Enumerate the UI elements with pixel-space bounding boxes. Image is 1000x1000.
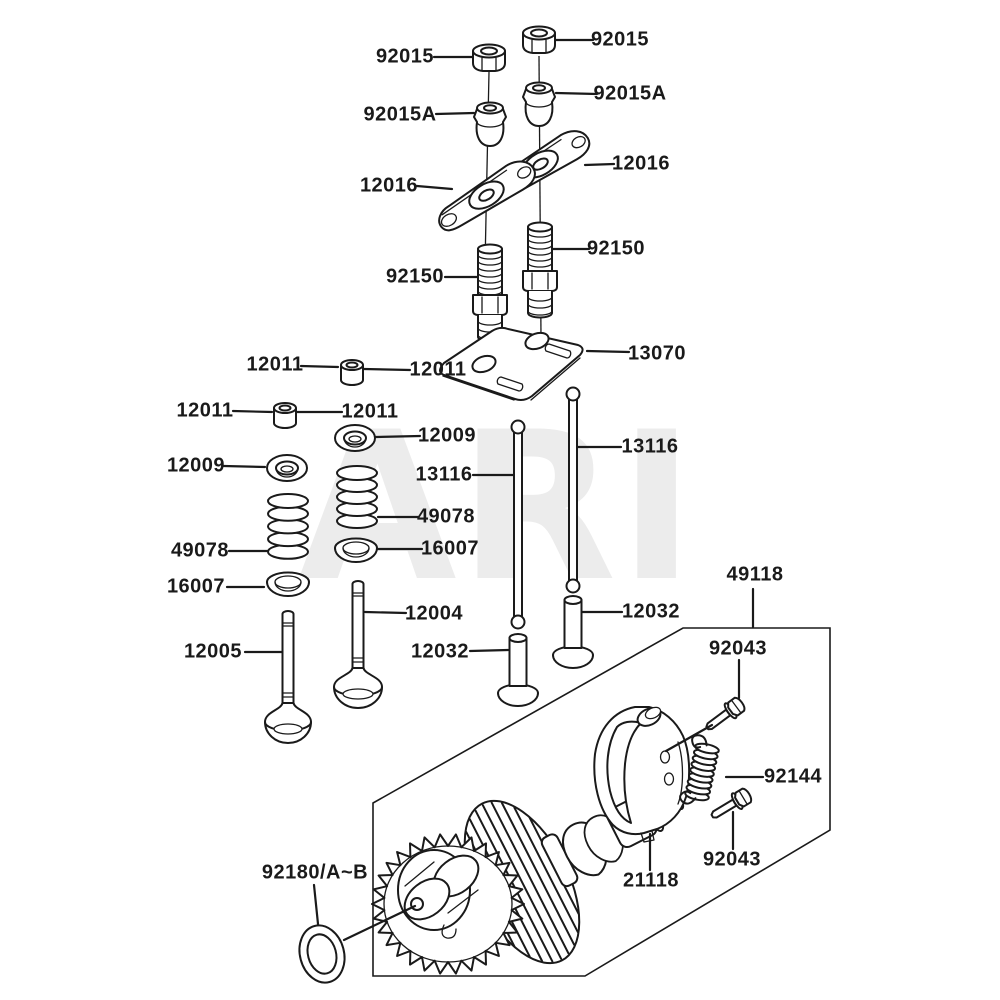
leader-lines [222, 38, 765, 942]
part-label-92015: 92015 [590, 28, 650, 51]
part-label-12011: 12011 [246, 353, 304, 376]
part-label-49078: 49078 [170, 539, 230, 562]
part-label-12032: 12032 [621, 600, 681, 623]
part-label-12011: 12011 [176, 399, 234, 422]
part-label-12004: 12004 [404, 602, 464, 625]
part-label-13116: 13116 [415, 463, 473, 486]
part-label-49078: 49078 [416, 505, 476, 528]
part-label-16007: 16007 [420, 537, 480, 560]
part-label-92015A: 92015A [363, 103, 437, 126]
part-label-12009: 12009 [417, 424, 477, 447]
part-label-12011: 12011 [341, 400, 399, 423]
part-label-21118: 21118 [623, 869, 679, 892]
part-label-92150: 92150 [385, 265, 445, 288]
part-label-16007: 16007 [166, 575, 226, 598]
part-label-12005: 12005 [183, 640, 243, 663]
part-label-92144: 92144 [763, 765, 823, 788]
assembly-box-outline [372, 627, 831, 977]
part-label-12009: 12009 [166, 454, 226, 477]
part-label-12016: 12016 [611, 152, 671, 175]
part-label-13070: 13070 [627, 342, 687, 365]
part-label-12032: 12032 [410, 640, 470, 663]
part-label-49118: 49118 [726, 563, 784, 586]
part-label-92015: 92015 [375, 45, 435, 68]
part-label-92150: 92150 [586, 237, 646, 260]
part-label-92043: 92043 [708, 637, 768, 660]
part-label-13116: 13116 [621, 435, 679, 458]
part-label-92043: 92043 [702, 848, 762, 871]
part-label-12016: 12016 [359, 174, 419, 197]
part-drawings [264, 25, 753, 984]
part-label-92015A: 92015A [593, 82, 667, 105]
part-label-92180AB: 92180/A~B [261, 861, 369, 884]
part-label-12011: 12011 [409, 358, 467, 381]
